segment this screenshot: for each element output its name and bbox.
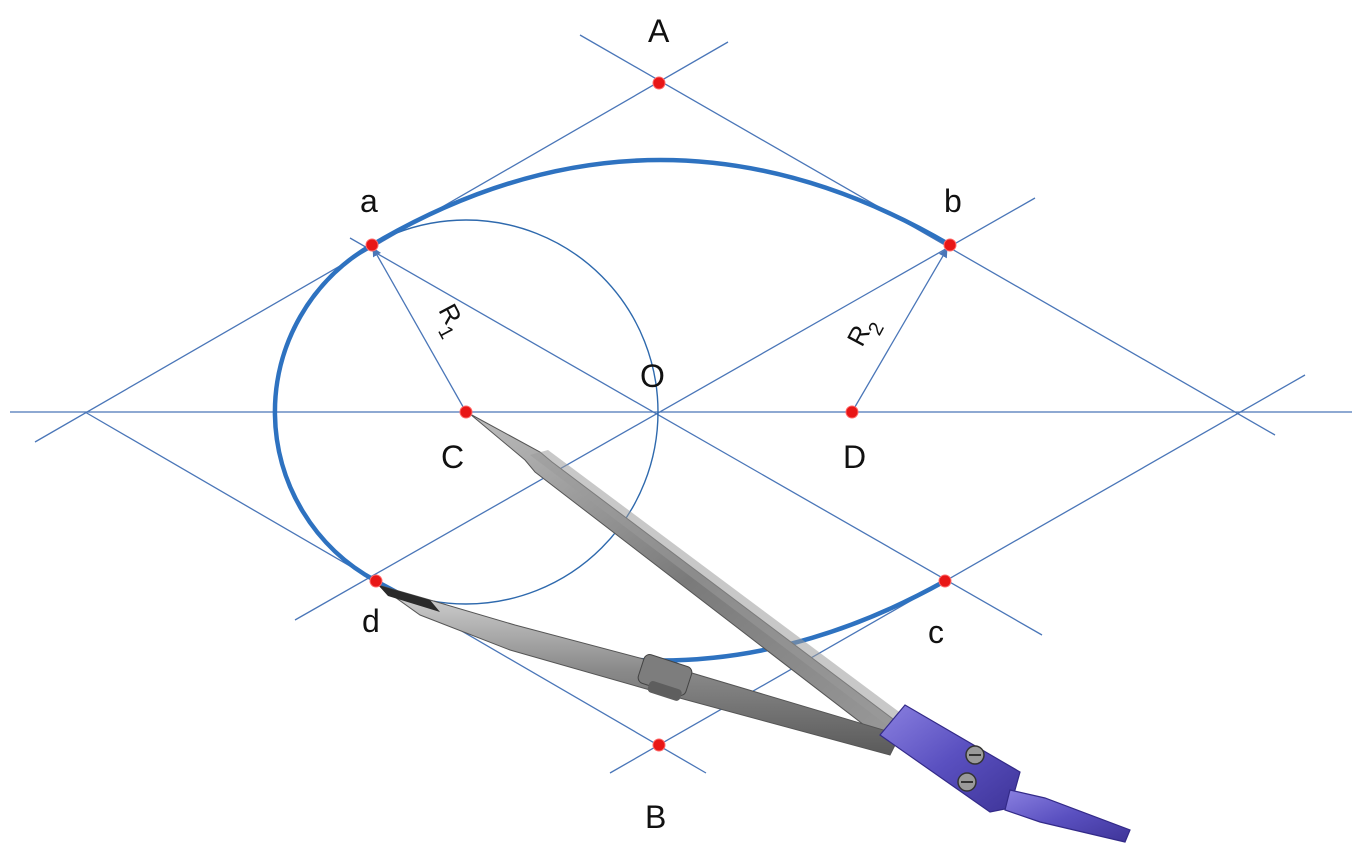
radius-r1-arrow [372, 247, 467, 413]
point-c [938, 574, 952, 588]
label-b: b [944, 183, 962, 219]
right-upper-tangent-line [579, 34, 1276, 436]
label-a: a [360, 183, 378, 219]
label-O: O [640, 358, 665, 394]
label-d: d [362, 603, 380, 639]
diagonal-line-a-to-c [349, 237, 1043, 636]
compass-illustration [377, 413, 1131, 843]
point-A [652, 76, 666, 90]
label-c: c [928, 614, 944, 650]
label-C: C [441, 439, 464, 475]
label-D: D [843, 439, 866, 475]
point-D [845, 405, 859, 419]
point-a [365, 238, 379, 252]
label-B: B [645, 799, 666, 835]
point-B [652, 738, 666, 752]
oval-top-arc [369, 157, 953, 248]
label-A: A [648, 13, 670, 49]
diagonal-line-d-to-b [294, 197, 1036, 621]
svg-text:1: 1 [433, 323, 458, 343]
radius-r1-label: R 1 [433, 299, 468, 343]
radius-r2-label: R 2 [841, 319, 889, 351]
point-b [943, 238, 957, 252]
point-d [369, 574, 383, 588]
point-C [459, 405, 473, 419]
oval-left-arc [272, 242, 379, 584]
radius-r2-arrow [851, 248, 948, 413]
